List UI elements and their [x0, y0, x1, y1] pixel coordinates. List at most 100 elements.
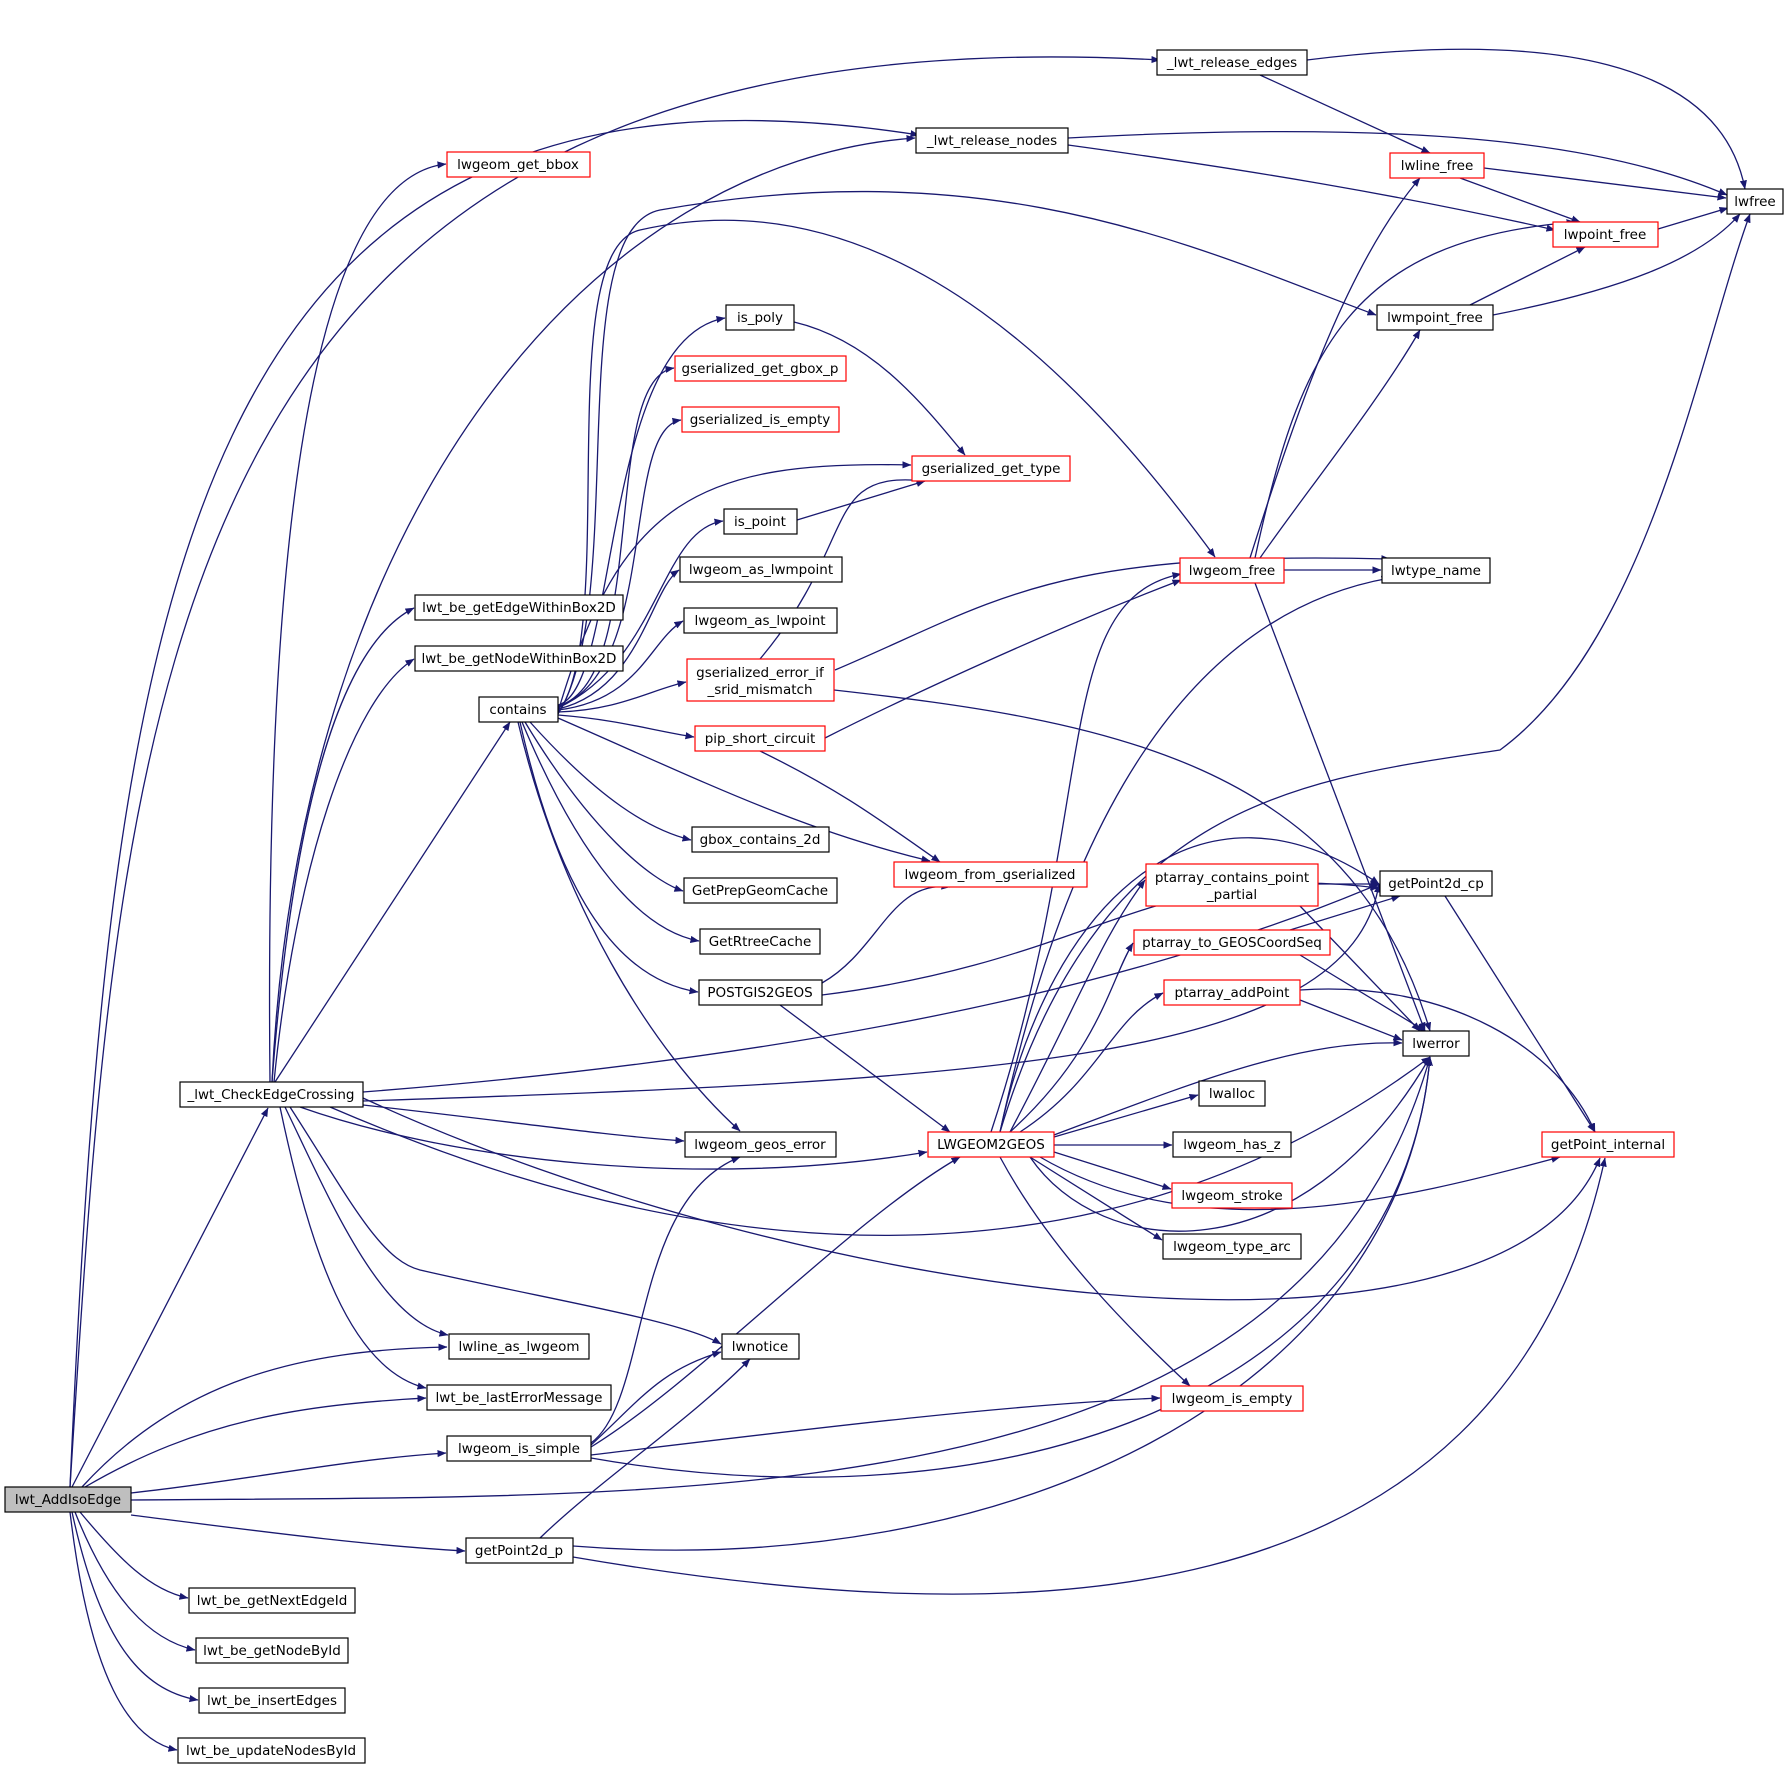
- node-lwnotice[interactable]: lwnotice: [721, 1333, 800, 1360]
- edge-lwgeom2geos-isempty: [999, 1156, 1191, 1387]
- node-lwt-release-nodes[interactable]: _lwt_release_nodes: [915, 127, 1069, 154]
- node-lwgeom-is-simple[interactable]: lwgeom_is_simple: [446, 1435, 592, 1462]
- node-lwt-be-insertedges[interactable]: lwt_be_insertEdges: [198, 1687, 346, 1714]
- node-lwfree[interactable]: lwfree: [1726, 188, 1784, 215]
- node-getrtreecache[interactable]: GetRtreeCache: [699, 928, 821, 955]
- edge-check-getpoint2dcp: [362, 883, 1380, 1093]
- svg-text:lwt_be_getEdgeWithinBox2D: lwt_be_getEdgeWithinBox2D: [422, 600, 616, 616]
- svg-text:ptarray_addPoint: ptarray_addPoint: [1175, 985, 1290, 1001]
- svg-text:lwgeom_is_simple: lwgeom_is_simple: [458, 1441, 580, 1457]
- svg-text:ptarray_to_GEOSCoordSeq: ptarray_to_GEOSCoordSeq: [1142, 935, 1322, 951]
- svg-text:lwt_be_getNodeWithinBox2D: lwt_be_getNodeWithinBox2D: [422, 651, 617, 667]
- edge-contains-aspoint: [557, 620, 684, 711]
- node-lwgeom-as-lwmpoint[interactable]: lwgeom_as_lwmpoint: [679, 556, 843, 583]
- node-lwt-release-edges[interactable]: _lwt_release_edges: [1156, 49, 1308, 76]
- svg-text:lwt_be_getNextEdgeId: lwt_be_getNextEdgeId: [197, 1593, 348, 1609]
- node-lwt-be-lasterrormessage[interactable]: lwt_be_lastErrorMessage: [426, 1384, 612, 1411]
- node-lwgeom-from-gserialized[interactable]: lwgeom_from_gserialized: [893, 861, 1088, 888]
- svg-text:POSTGIS2GEOS: POSTGIS2GEOS: [707, 985, 812, 1001]
- node-is-point[interactable]: is_point: [723, 508, 798, 535]
- node-lwt-be-getedgewithinbox2d[interactable]: lwt_be_getEdgeWithinBox2D: [414, 594, 624, 621]
- node-lwgeom-is-empty[interactable]: lwgeom_is_empty: [1160, 1385, 1304, 1412]
- svg-text:LWGEOM2GEOS: LWGEOM2GEOS: [937, 1137, 1045, 1153]
- svg-text:is_point: is_point: [734, 514, 786, 530]
- edge-lwgeom2geos-typearc: [1029, 1156, 1163, 1241]
- node-lwline-free[interactable]: lwline_free: [1389, 152, 1485, 179]
- edge-contains-rtree: [521, 721, 700, 943]
- node-lwgeom-stroke[interactable]: lwgeom_stroke: [1171, 1182, 1293, 1209]
- svg-text:ptarray_contains_point: ptarray_contains_point: [1155, 870, 1309, 886]
- node-contains[interactable]: contains: [478, 696, 559, 723]
- node-lwt-addisoedge[interactable]: lwt_AddIsoEdge: [4, 1486, 132, 1513]
- node-gserialized-is-empty[interactable]: gserialized_is_empty: [681, 406, 840, 433]
- node-getpoint-internal[interactable]: getPoint_internal: [1541, 1131, 1675, 1158]
- edge-lwgeomfree-lwerror: [1254, 582, 1426, 1032]
- node-gserialized-get-type[interactable]: gserialized_get_type: [911, 455, 1071, 482]
- node-getpoint2d-cp[interactable]: getPoint2d_cp: [1379, 870, 1493, 897]
- edge-lwgeomfree-lwpointfree: [1254, 219, 1576, 559]
- node-gserialized-get-gbox-p[interactable]: gserialized_get_gbox_p: [674, 355, 847, 382]
- svg-text:lwgeom_from_gserialized: lwgeom_from_gserialized: [905, 867, 1076, 883]
- edge-check-lwgeom2geos: [299, 1106, 928, 1170]
- edge-lwgeom2geos-lwerror2: [1029, 1056, 1431, 1232]
- edge-getpoint2dcp-getpointint: [1444, 895, 1596, 1133]
- svg-text:getPoint2d_p: getPoint2d_p: [475, 1543, 563, 1559]
- node-is-poly[interactable]: is_poly: [725, 304, 795, 331]
- svg-text:pip_short_circuit: pip_short_circuit: [705, 731, 816, 747]
- edge-releaseedges-lwline: [1259, 74, 1431, 154]
- node-getprepgeomcache[interactable]: GetPrepGeomCache: [683, 877, 838, 904]
- edge-lwgeom2geos-addpoint: [1019, 992, 1164, 1133]
- node-lwmpoint-free[interactable]: lwmpoint_free: [1376, 304, 1494, 331]
- edge-ispoly-gettype: [793, 321, 966, 456]
- node-lwpoint-free[interactable]: lwpoint_free: [1552, 221, 1659, 248]
- edge-addiso-releaseedges: [69, 55, 1161, 1488]
- svg-text:_lwt_release_edges: _lwt_release_edges: [1166, 55, 1297, 71]
- edge-check-releasenodes: [271, 135, 916, 1083]
- node-lwgeom2geos[interactable]: LWGEOM2GEOS: [927, 1131, 1055, 1158]
- svg-text:GetPrepGeomCache: GetPrepGeomCache: [692, 883, 828, 899]
- node-lwt-be-getnodebyid[interactable]: lwt_be_getNodeById: [195, 1637, 349, 1664]
- node-gbox-contains-2d[interactable]: gbox_contains_2d: [691, 826, 830, 853]
- edge-check-lwerror: [329, 1056, 1431, 1237]
- svg-text:lwgeom_as_lwmpoint: lwgeom_as_lwmpoint: [689, 562, 833, 578]
- edge-lwmpointfree-lwfree: [1492, 213, 1741, 316]
- node-lwt-be-updatenodesbyid[interactable]: lwt_be_updateNodesById: [177, 1737, 366, 1764]
- node-lwt-checkedgecrossing[interactable]: _lwt_CheckEdgeCrossing: [179, 1081, 364, 1108]
- node-gserialized-error-if-srid-mismatch[interactable]: gserialized_error_if_srid_mismatch: [686, 658, 835, 702]
- node-lwgeom-free[interactable]: lwgeom_free: [1179, 557, 1285, 584]
- svg-text:is_poly: is_poly: [737, 310, 783, 326]
- node-lwgeom-type-arc[interactable]: lwgeom_type_arc: [1162, 1233, 1302, 1260]
- node-getpoint2d-p[interactable]: getPoint2d_p: [465, 1537, 574, 1564]
- svg-text:lwgeom_has_z: lwgeom_has_z: [1183, 1137, 1281, 1153]
- edge-check-getnodewithin: [273, 658, 415, 1083]
- node-lwtype-name[interactable]: lwtype_name: [1381, 557, 1491, 584]
- node-lwt-be-getnextedgeid[interactable]: lwt_be_getNextEdgeId: [188, 1587, 356, 1614]
- node-lwgeom-geos-error[interactable]: lwgeom_geos_error: [684, 1131, 837, 1158]
- node-ptarray-to-geoscoordseq[interactable]: ptarray_to_GEOSCoordSeq: [1133, 929, 1331, 956]
- node-postgis2geos[interactable]: POSTGIS2GEOS: [698, 979, 823, 1006]
- node-lwerror[interactable]: lwerror: [1402, 1030, 1470, 1057]
- node-ptarray-contains-point-partial[interactable]: ptarray_contains_point_partial: [1145, 863, 1319, 907]
- edge-pip-lwgeomfree: [824, 579, 1182, 739]
- node-lwalloc[interactable]: lwalloc: [1198, 1080, 1266, 1107]
- edge-contains-prepgeom: [524, 721, 684, 892]
- node-lwgeom-get-bbox[interactable]: lwgeom_get_bbox: [446, 151, 591, 178]
- edge-postgis-lwgeom2geos: [779, 1004, 951, 1133]
- node-lwgeom-as-lwpoint[interactable]: lwgeom_as_lwpoint: [683, 607, 838, 634]
- edge-contains-sridmismatch: [557, 680, 687, 713]
- node-ptarray-addpoint[interactable]: ptarray_addPoint: [1163, 979, 1301, 1006]
- edge-getpoint2dp-getpointint: [572, 1157, 1607, 1595]
- svg-text:lwline_as_lwgeom: lwline_as_lwgeom: [458, 1339, 579, 1355]
- svg-text:lwgeom_free: lwgeom_free: [1189, 563, 1275, 579]
- edge-lwgeom2geos-lwalloc: [1053, 1093, 1199, 1138]
- node-lwt-be-getnodewithinbox2d[interactable]: lwt_be_getNodeWithinBox2D: [414, 645, 624, 672]
- node-lwline-as-lwgeom[interactable]: lwline_as_lwgeom: [448, 1333, 590, 1360]
- node-lwgeom-has-z[interactable]: lwgeom_has_z: [1172, 1131, 1292, 1158]
- svg-text:_lwt_CheckEdgeCrossing: _lwt_CheckEdgeCrossing: [187, 1087, 355, 1103]
- edge-contains-pip: [557, 714, 695, 740]
- svg-text:lwt_be_updateNodesById: lwt_be_updateNodesById: [186, 1743, 356, 1759]
- node-pip-short-circuit[interactable]: pip_short_circuit: [694, 725, 826, 752]
- edge-contains-isempty: [557, 417, 682, 708]
- edge-contains-lwmpointfree: [557, 190, 1377, 715]
- edge-lwgeomfree-lwline: [1249, 177, 1421, 559]
